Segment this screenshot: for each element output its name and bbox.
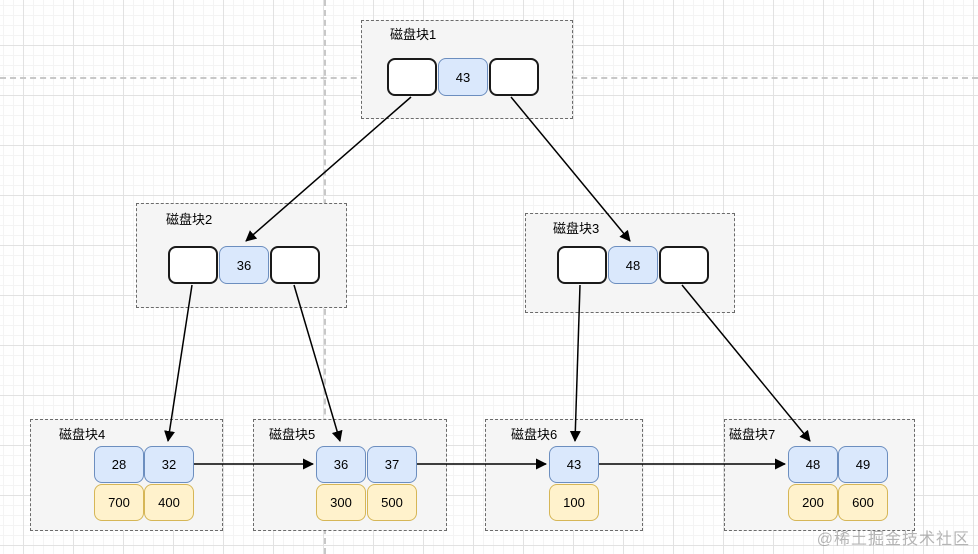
- disk-block-5-data-cell: 500: [367, 484, 417, 521]
- disk-block-5-key-cell: 37: [367, 446, 417, 483]
- disk-block-4-key-cell: 28: [94, 446, 144, 483]
- disk-block-1-key-cell: 43: [438, 58, 488, 96]
- disk-block-7-data-cell: 600: [838, 484, 888, 521]
- arrow-b2-to-b4: [164, 284, 193, 442]
- disk-block-6-data-cell: 100: [549, 484, 599, 521]
- disk-block-6-label: 磁盘块6: [511, 427, 558, 442]
- disk-block-3-key-cell: 48: [608, 246, 658, 284]
- disk-block-5: 磁盘块5 36 37 300 500: [253, 419, 447, 531]
- disk-block-2-pointer-right: [270, 246, 320, 284]
- disk-block-4: 磁盘块4 28 32 700 400: [30, 419, 223, 531]
- disk-block-3-pointer-left: [557, 246, 607, 284]
- disk-block-2-pointer-left: [168, 246, 218, 284]
- disk-block-2: 磁盘块2 36: [136, 203, 347, 308]
- disk-block-1-label: 磁盘块1: [390, 27, 437, 42]
- disk-block-2-key-cell: 36: [219, 246, 269, 284]
- disk-block-5-data-cell: 300: [316, 484, 366, 521]
- disk-block-7: 磁盘块7 48 49 200 600: [724, 419, 915, 531]
- disk-block-4-data-cell: 700: [94, 484, 144, 521]
- disk-block-3: 磁盘块3 48: [525, 213, 735, 313]
- disk-block-3-label: 磁盘块3: [553, 221, 600, 236]
- disk-block-3-pointer-right: [659, 246, 709, 284]
- disk-block-4-key-cell: 32: [144, 446, 194, 483]
- disk-block-4-label: 磁盘块4: [59, 427, 106, 442]
- disk-block-6: 磁盘块6 43 100: [485, 419, 643, 531]
- disk-block-2-label: 磁盘块2: [166, 212, 213, 227]
- disk-block-7-label: 磁盘块7: [729, 427, 776, 442]
- watermark: @稀土掘金技术社区: [816, 531, 970, 548]
- disk-block-1-pointer-left: [387, 58, 437, 96]
- arrow-b2-to-b5: [293, 284, 343, 442]
- disk-block-7-key-cell: 49: [838, 446, 888, 483]
- disk-block-7-data-cell: 200: [788, 484, 838, 521]
- disk-block-5-key-cell: 36: [316, 446, 366, 483]
- disk-block-4-data-cell: 400: [144, 484, 194, 521]
- disk-block-1: 磁盘块1 43: [361, 20, 573, 119]
- disk-block-5-label: 磁盘块5: [269, 427, 316, 442]
- disk-block-1-pointer-right: [489, 58, 539, 96]
- disk-block-6-key-cell: 43: [549, 446, 599, 483]
- disk-block-7-key-cell: 48: [788, 446, 838, 483]
